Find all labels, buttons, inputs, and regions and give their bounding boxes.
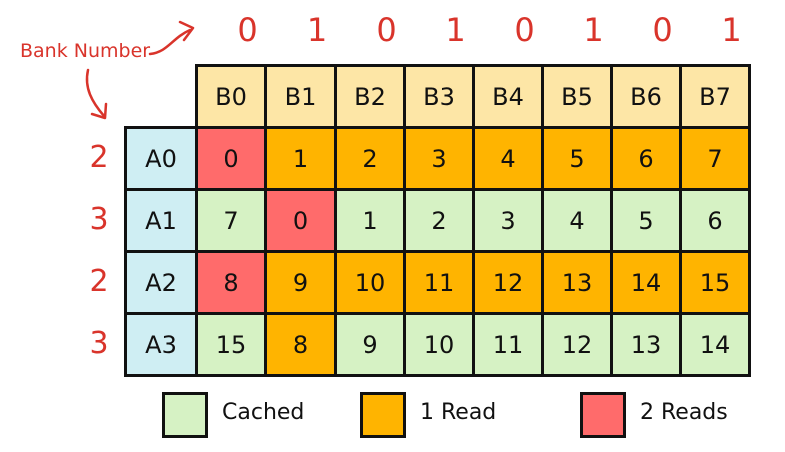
row-read-count-3: 3 xyxy=(89,326,109,361)
legend-swatch-cached xyxy=(162,392,208,438)
grid-cell: 3 xyxy=(403,126,475,191)
grid-cell: 1 xyxy=(264,126,337,191)
legend-swatch-one-read xyxy=(360,392,406,438)
column-header-b1: B1 xyxy=(264,64,337,129)
bank-bit-0: 0 xyxy=(237,11,258,49)
grid-cell: 7 xyxy=(679,126,751,191)
bank-bit-6: 0 xyxy=(652,11,673,49)
grid-cell: 10 xyxy=(403,312,475,377)
grid-cell: 7 xyxy=(195,188,267,253)
column-header-b2: B2 xyxy=(334,64,406,129)
column-header-b0: B0 xyxy=(195,64,267,129)
grid-cell: 0 xyxy=(264,188,337,253)
column-header-b5: B5 xyxy=(541,64,613,129)
bank-bit-7: 1 xyxy=(721,11,742,49)
bank-bit-4: 0 xyxy=(514,11,535,49)
row-read-count-1: 3 xyxy=(89,202,109,237)
grid-cell: 9 xyxy=(264,250,337,315)
bank-bit-3: 1 xyxy=(445,11,466,49)
column-header-b4: B4 xyxy=(472,64,544,129)
bank-number-label: Bank Number xyxy=(20,40,151,62)
column-header-b7: B7 xyxy=(679,64,751,129)
grid-cell: 14 xyxy=(610,250,682,315)
grid-cell: 9 xyxy=(334,312,406,377)
grid-cell: 3 xyxy=(472,188,544,253)
grid-cell: 11 xyxy=(403,250,475,315)
grid-cell: 8 xyxy=(264,312,337,377)
legend-label-cached: Cached xyxy=(222,400,305,425)
grid-cell: 4 xyxy=(472,126,544,191)
row-header-a0: A0 xyxy=(124,126,198,191)
bank-bit-2: 0 xyxy=(376,11,397,49)
grid-cell: 13 xyxy=(610,312,682,377)
grid-cell: 0 xyxy=(195,126,267,191)
bank-bit-5: 1 xyxy=(583,11,604,49)
row-header-a2: A2 xyxy=(124,250,198,315)
grid-cell: 10 xyxy=(334,250,406,315)
row-read-count-2: 2 xyxy=(89,264,109,299)
row-read-count-0: 2 xyxy=(89,140,109,175)
legend-swatch-two-reads xyxy=(580,392,626,438)
bank-bit-1: 1 xyxy=(306,11,328,49)
column-header-b6: B6 xyxy=(610,64,682,129)
grid-cell: 6 xyxy=(610,126,682,191)
grid-cell: 5 xyxy=(541,126,613,191)
column-header-b3: B3 xyxy=(403,64,475,129)
grid-cell: 1 xyxy=(334,188,406,253)
grid-cell: 4 xyxy=(541,188,613,253)
grid-cell: 2 xyxy=(334,126,406,191)
grid-cell: 15 xyxy=(195,312,267,377)
row-header-a3: A3 xyxy=(124,312,198,377)
legend-label-two-reads: 2 Reads xyxy=(640,400,728,425)
grid-cell: 12 xyxy=(472,250,544,315)
grid-cell: 8 xyxy=(195,250,267,315)
grid-cell: 2 xyxy=(403,188,475,253)
row-header-a1: A1 xyxy=(124,188,198,253)
grid-cell: 12 xyxy=(541,312,613,377)
grid-cell: 6 xyxy=(679,188,751,253)
grid-cell: 13 xyxy=(541,250,613,315)
grid-cell: 15 xyxy=(679,250,751,315)
grid-cell: 5 xyxy=(610,188,682,253)
legend-label-one-read: 1 Read xyxy=(420,400,497,425)
arrow-to-bits-icon xyxy=(148,20,195,56)
grid-cell: 14 xyxy=(679,312,751,377)
arrow-to-rows-icon xyxy=(85,68,108,120)
grid-cell: 11 xyxy=(472,312,544,377)
